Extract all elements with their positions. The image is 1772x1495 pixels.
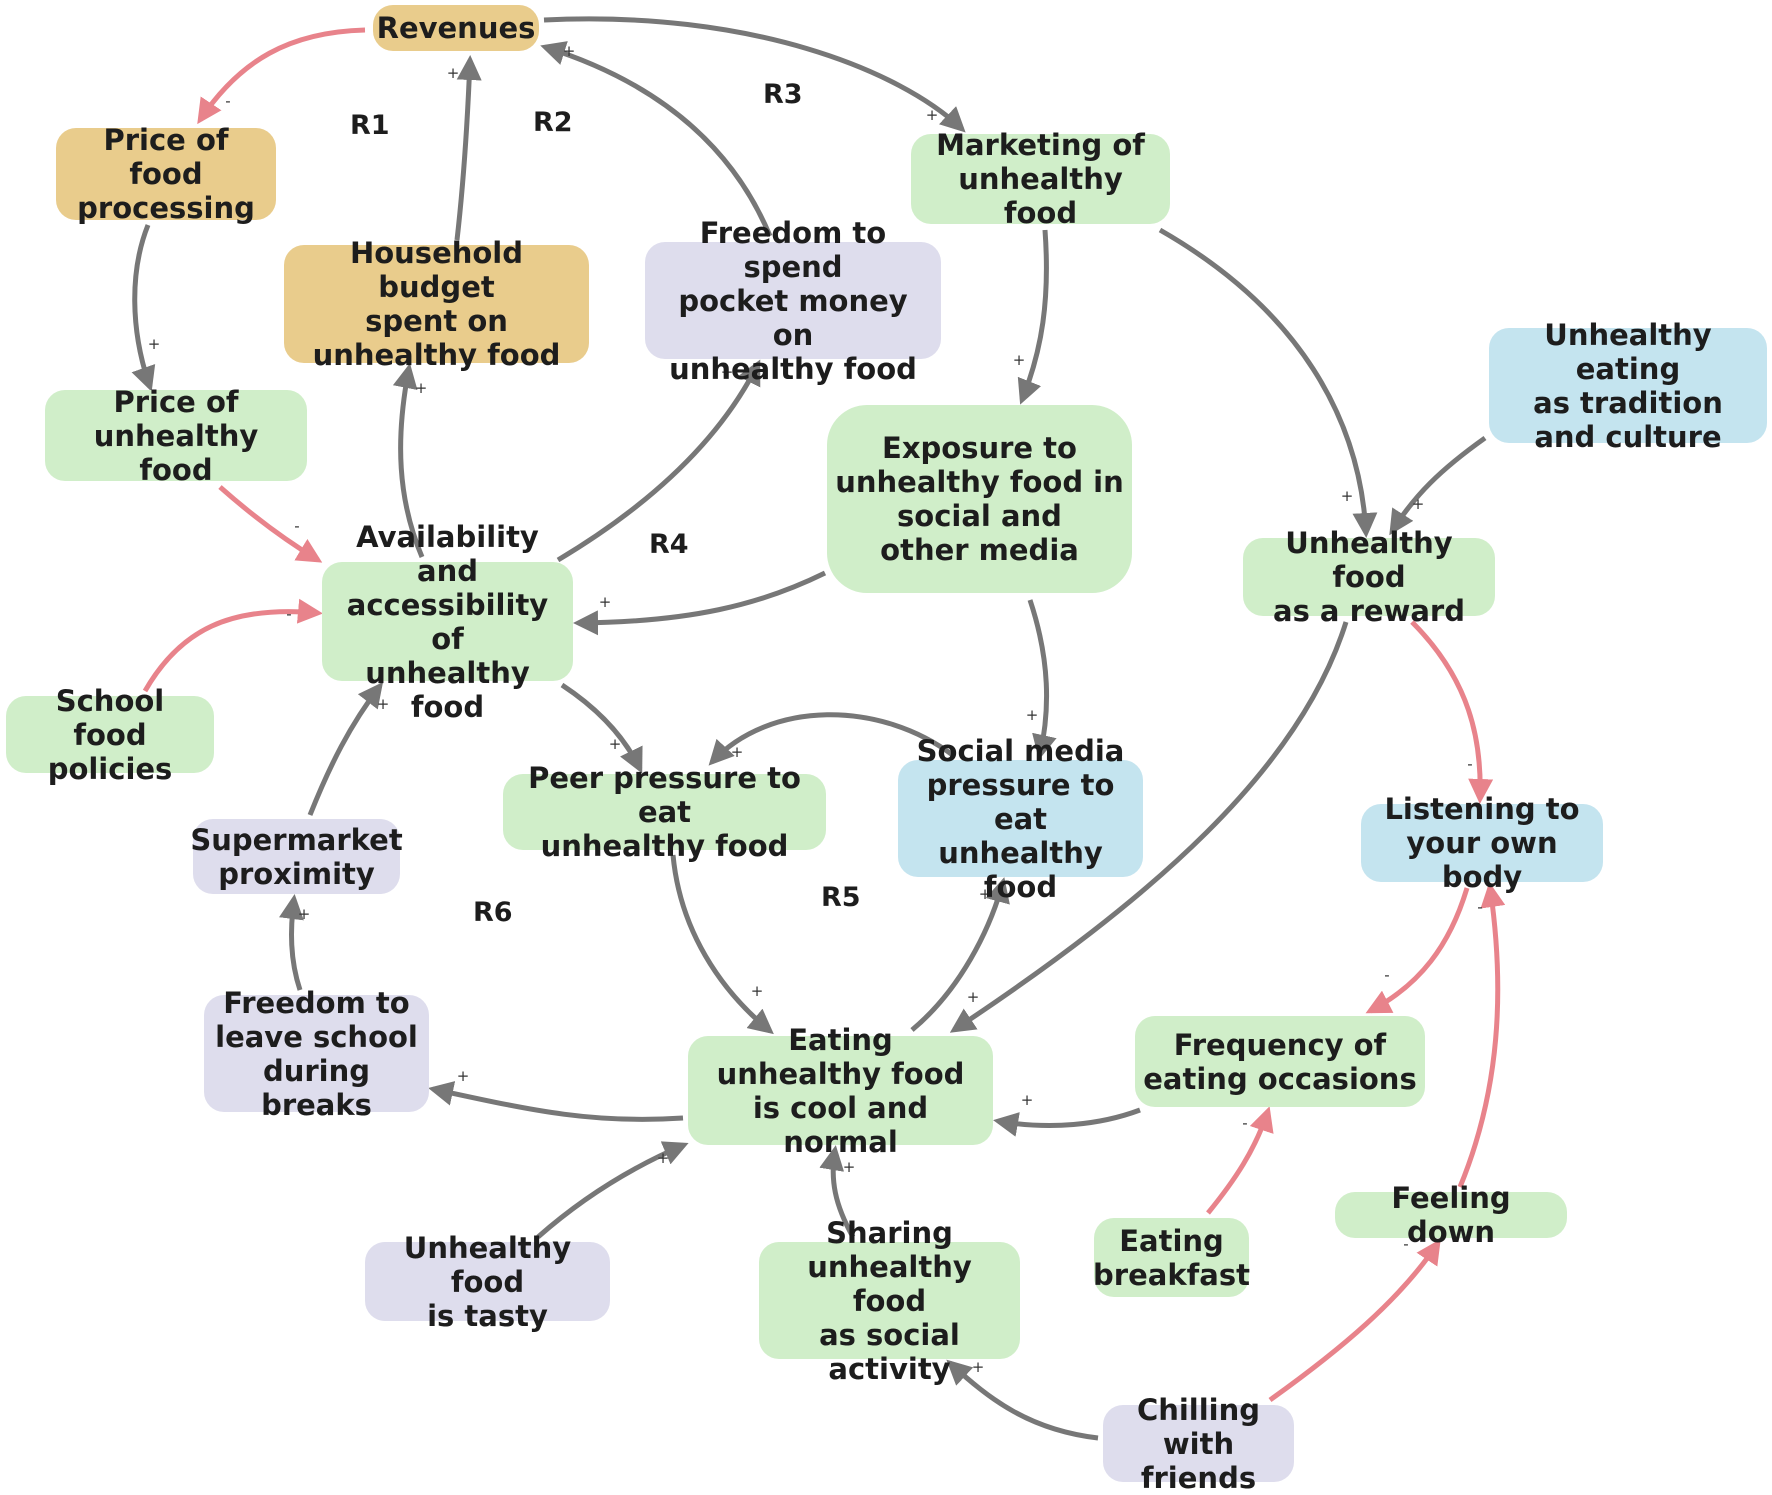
edge-peer-pressure-to-cool-normal bbox=[670, 854, 774, 1035]
edge-polarity-label: + bbox=[1013, 351, 1026, 369]
edge-polarity-label: + bbox=[415, 379, 428, 397]
edge-polarity-label: - bbox=[1477, 898, 1482, 916]
node-chilling-with-friends: Chilling with friends bbox=[1103, 1393, 1294, 1495]
edge-polarity-label: + bbox=[843, 1158, 856, 1176]
node-marketing: Marketing of unhealthy food bbox=[911, 128, 1170, 230]
node-eating-breakfast: Eating breakfast bbox=[1093, 1218, 1250, 1297]
node-feeling-down: Feeling down bbox=[1335, 1181, 1567, 1249]
edge-polarity-label: + bbox=[731, 743, 744, 761]
edge-polarity-label: - bbox=[1384, 966, 1389, 984]
edge-availability-to-peer-pressure bbox=[560, 682, 643, 774]
edge-listening-to-frequency bbox=[1365, 887, 1470, 1014]
edge-polarity-label: + bbox=[377, 695, 390, 713]
node-unhealthy-food-tasty: Unhealthy food is tasty bbox=[365, 1231, 610, 1333]
node-peer-pressure: Peer pressure to eat unhealthy food bbox=[503, 761, 826, 863]
edge-polarity-label: + bbox=[563, 42, 576, 60]
edge-availability-to-household-budget bbox=[392, 363, 425, 558]
loop-label-r3: R3 bbox=[763, 79, 803, 110]
edge-polarity-label: - bbox=[225, 92, 230, 110]
edge-polarity-label: + bbox=[599, 593, 612, 611]
edge-freedom-pocket-to-revenues bbox=[540, 41, 773, 237]
node-unhealthy-food-reward: Unhealthy food as a reward bbox=[1243, 526, 1495, 628]
loop-label-r2: R2 bbox=[533, 107, 573, 138]
edge-price-processing-to-price-unhealthy bbox=[131, 224, 156, 392]
edge-tradition-to-reward bbox=[1389, 435, 1487, 536]
node-availability-accessibility: Availability and accessibility of unheal… bbox=[322, 520, 573, 724]
loop-label-r5: R5 bbox=[821, 882, 861, 913]
node-freedom-leave-school: Freedom to leave school during breaks bbox=[204, 986, 429, 1122]
node-sharing-social-activity: Sharing unhealthy food as social activit… bbox=[759, 1216, 1020, 1386]
edge-polarity-label: + bbox=[972, 1358, 985, 1376]
edge-polarity-label: + bbox=[967, 988, 980, 1006]
edge-tasty-to-cool-normal bbox=[536, 1141, 689, 1239]
edge-polarity-label: + bbox=[457, 1067, 470, 1085]
edge-polarity-label: + bbox=[1412, 495, 1425, 513]
node-revenues: Revenues bbox=[373, 5, 539, 51]
edge-polarity-label: + bbox=[447, 64, 460, 82]
edge-cool-normal-to-social-media bbox=[910, 877, 1010, 1032]
edge-availability-to-freedom-pocket bbox=[556, 359, 761, 563]
node-price-of-food-processing: Price of food processing bbox=[56, 123, 276, 225]
node-exposure-media: Exposure to unhealthy food in social and… bbox=[827, 405, 1132, 593]
edge-reward-to-listening bbox=[1410, 620, 1494, 804]
edge-breakfast-to-frequency bbox=[1206, 1106, 1274, 1215]
edge-reward-to-cool-normal bbox=[949, 621, 1349, 1033]
edge-polarity-label: + bbox=[979, 885, 992, 903]
node-listening-to-body: Listening to your own body bbox=[1361, 792, 1603, 894]
edge-chilling-to-sharing bbox=[946, 1359, 1099, 1441]
edge-price-unhealthy-to-availability bbox=[218, 485, 323, 563]
edge-marketing-to-reward bbox=[1158, 227, 1378, 538]
edge-polarity-label: + bbox=[1026, 706, 1039, 724]
edge-polarity-label: + bbox=[298, 905, 311, 923]
edge-polarity-label: - bbox=[1242, 1114, 1247, 1132]
loop-label-r4: R4 bbox=[649, 529, 689, 560]
edge-school-policies-to-availability bbox=[142, 598, 323, 693]
edge-polarity-label: + bbox=[926, 106, 939, 124]
edge-polarity-label: + bbox=[148, 335, 161, 353]
loop-label-r1: R1 bbox=[350, 110, 390, 141]
edge-revenues-to-price-processing bbox=[197, 27, 366, 125]
edge-household-budget-to-revenues bbox=[454, 55, 482, 241]
edge-frequency-to-cool-normal bbox=[993, 1107, 1141, 1137]
edge-polarity-label: - bbox=[1467, 755, 1472, 773]
edge-marketing-to-exposure bbox=[1017, 229, 1049, 405]
loop-label-r6: R6 bbox=[473, 897, 513, 928]
node-frequency-eating: Frequency of eating occasions bbox=[1135, 1016, 1425, 1107]
edge-cool-normal-to-freedom-leave bbox=[428, 1081, 684, 1122]
edge-polarity-label: + bbox=[1021, 1091, 1034, 1109]
edge-sharing-to-cool-normal bbox=[819, 1145, 856, 1239]
edge-polarity-label: - bbox=[1403, 1235, 1408, 1253]
edge-polarity-label: + bbox=[609, 735, 622, 753]
edge-polarity-label: + bbox=[721, 363, 734, 381]
edge-polarity-label: + bbox=[1341, 487, 1354, 505]
edge-polarity-label: - bbox=[294, 517, 299, 535]
node-tradition-culture: Unhealthy eating as tradition and cultur… bbox=[1489, 318, 1767, 454]
edge-polarity-label: + bbox=[751, 982, 764, 1000]
edge-polarity-label: + bbox=[657, 1149, 670, 1167]
node-price-of-unhealthy-food: Price of unhealthy food bbox=[45, 385, 307, 487]
node-social-media-pressure: Social media pressure to eat unhealthy f… bbox=[898, 734, 1143, 904]
edge-exposure-to-social-media bbox=[1027, 599, 1057, 760]
node-supermarket-proximity: Supermarket proximity bbox=[190, 819, 403, 894]
edge-revenues-to-marketing bbox=[543, 16, 966, 133]
node-cool-and-normal: Eating unhealthy food is cool and normal bbox=[688, 1023, 993, 1159]
edge-chilling-to-feeling-down bbox=[1268, 1238, 1441, 1403]
node-school-food-policies: School food policies bbox=[6, 684, 214, 786]
edge-freedom-leave-to-supermarket bbox=[279, 894, 304, 991]
node-freedom-pocket-money: Freedom to spend pocket money on unhealt… bbox=[645, 216, 941, 386]
edge-feeling-down-to-listening bbox=[1457, 882, 1506, 1188]
edge-polarity-label: - bbox=[286, 605, 291, 623]
node-household-budget: Household budget spent on unhealthy food bbox=[284, 236, 589, 372]
edge-social-media-to-peer-pressure bbox=[708, 712, 956, 766]
edge-exposure-to-availability bbox=[573, 570, 827, 636]
edge-supermarket-to-availability bbox=[307, 682, 384, 816]
